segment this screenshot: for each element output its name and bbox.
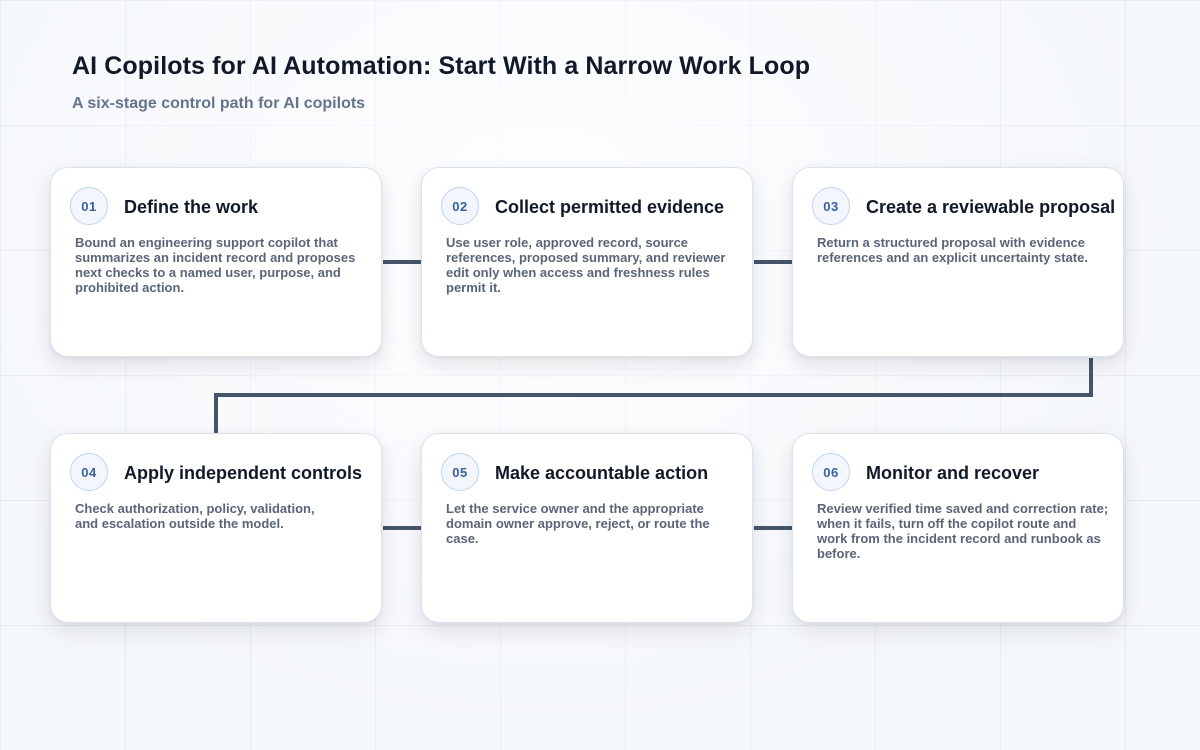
stage-description: Let the service owner and the appropriat… [446,501,710,546]
stage-description: Bound an engineering support copilot tha… [75,235,356,295]
stage-card-02: 02 Collect permitted evidence Use user r… [421,167,753,357]
stage-title: Collect permitted evidence [495,197,725,217]
stage-card-04: 04 Apply independent controls Check auth… [50,433,382,623]
stage-card-06: 06 Monitor and recover Review verified t… [792,433,1124,623]
stage-number-badge: 06 [812,453,850,491]
stage-number-badge: 05 [441,453,479,491]
stage-title: Apply independent controls [124,463,363,483]
stage-card-05: 05 Make accountable action Let the servi… [421,433,753,623]
stage-description: Review verified time saved and correctio… [817,501,1109,561]
stage-card-03: 03 Create a reviewable proposal Return a… [792,167,1124,357]
stage-title: Define the work [124,197,259,217]
stage-card-01: 01 Define the work Bound an engineering … [50,167,382,357]
stage-number-badge: 03 [812,187,850,225]
stage-number-badge: 02 [441,187,479,225]
stage-description: Return a structured proposal with eviden… [817,235,1088,265]
stage-title: Make accountable action [495,463,709,483]
stage-description: Check authorization, policy, validation,… [75,501,315,531]
stage-description: Use user role, approved record, source r… [446,235,726,295]
connector-3-4 [214,358,1093,433]
stage-title: Create a reviewable proposal [866,197,1116,217]
page-subtitle: A six-stage control path for AI copilots [72,95,366,112]
stage-title: Monitor and recover [866,463,1040,483]
stage-number-badge: 04 [70,453,108,491]
page-title: AI Copilots for AI Automation: Start Wit… [72,52,811,80]
stage-number-badge: 01 [70,187,108,225]
